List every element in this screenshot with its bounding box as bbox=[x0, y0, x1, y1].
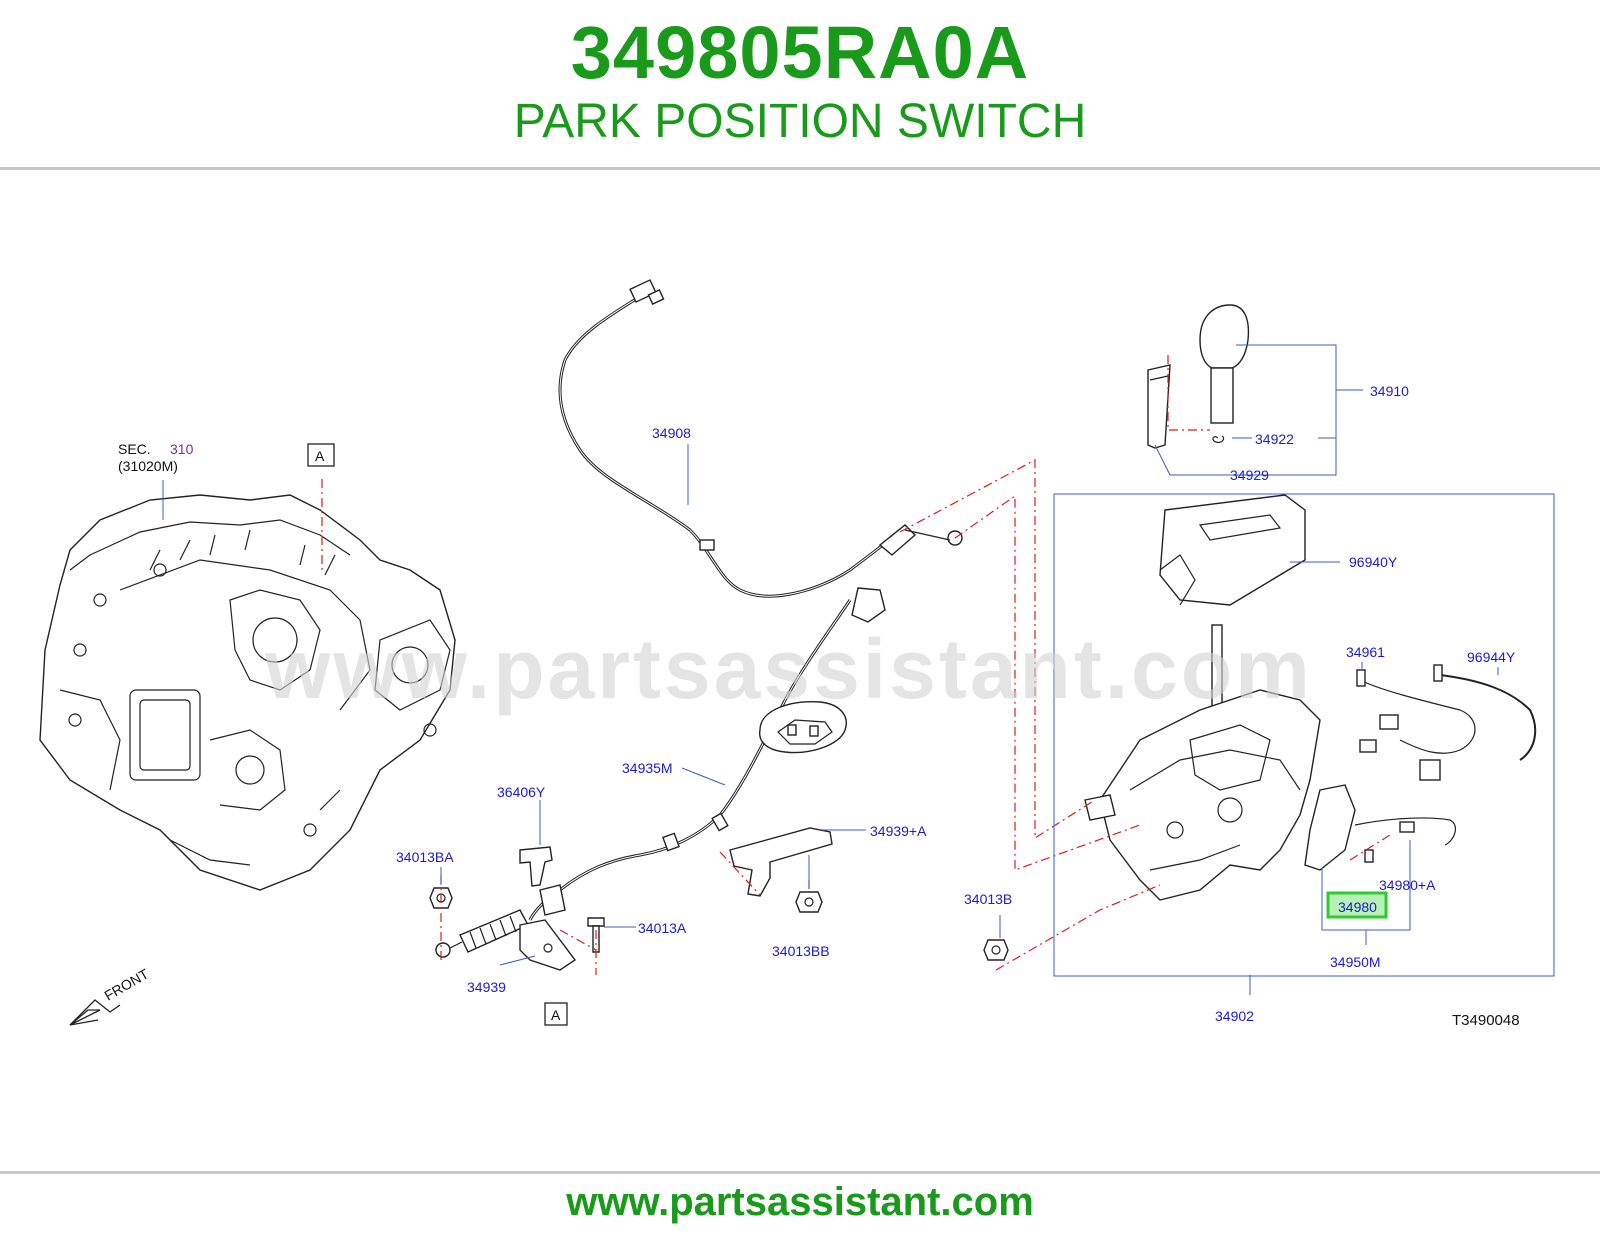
callout-34910: 34910 bbox=[1370, 383, 1409, 399]
footer-url[interactable]: www.partsassistant.com bbox=[566, 1180, 1034, 1224]
callout-34013A: 34013A bbox=[638, 920, 687, 936]
callout-36406Y: 36406Y bbox=[497, 784, 546, 800]
callout-34013BB: 34013BB bbox=[772, 943, 830, 959]
callout-34902: 34902 bbox=[1215, 1008, 1254, 1024]
header-divider bbox=[0, 167, 1600, 170]
control-cable-illustration bbox=[429, 587, 1009, 971]
parts-diagram: www.partsassistant.com SEC. 310 (31020M)… bbox=[39, 279, 1555, 1029]
ref-marker-upper: A bbox=[315, 448, 325, 464]
callout-34961: 34961 bbox=[1346, 644, 1385, 660]
callout-34908: 34908 bbox=[652, 425, 691, 441]
front-label: FRONT bbox=[102, 965, 152, 1003]
ref-marker-lower: A bbox=[551, 1007, 561, 1023]
watermark: www.partsassistant.com bbox=[264, 622, 1313, 716]
callout-96944Y: 96944Y bbox=[1467, 649, 1516, 665]
callout-34950M: 34950M bbox=[1330, 954, 1381, 970]
reference-lines bbox=[321, 355, 1391, 975]
callout-34939-plus-a: 34939+A bbox=[870, 823, 927, 839]
callout-34980-plus-a: 34980+A bbox=[1379, 877, 1436, 893]
shift-cable-illustration bbox=[558, 279, 963, 598]
callout-34929: 34929 bbox=[1230, 467, 1269, 483]
callout-34980-highlighted: 34980 bbox=[1338, 899, 1377, 915]
callout-96940Y: 96940Y bbox=[1349, 554, 1398, 570]
callout-34939: 34939 bbox=[467, 979, 506, 995]
ref-box-upper bbox=[307, 443, 335, 467]
shifter-assembly-illustration bbox=[1084, 494, 1537, 901]
ref-box-lower bbox=[544, 1002, 568, 1026]
part-name-subtitle: PARK POSITION SWITCH bbox=[513, 95, 1087, 148]
callout-34013BA: 34013BA bbox=[396, 849, 454, 865]
highlight-box bbox=[1326, 891, 1388, 919]
sec-label: SEC. bbox=[118, 441, 151, 457]
sec-number: 310 bbox=[170, 441, 194, 457]
sec-ref: (31020M) bbox=[118, 458, 178, 474]
transmission-illustration bbox=[39, 494, 456, 891]
footer-divider bbox=[0, 1171, 1600, 1174]
part-number-title: 349805RA0A bbox=[570, 11, 1030, 94]
callout-34935M: 34935M bbox=[622, 760, 673, 776]
leader-lines bbox=[69, 344, 1555, 1026]
shift-knob-illustration bbox=[1147, 304, 1250, 449]
figure-code: T3490048 bbox=[1452, 1012, 1520, 1029]
callout-34922: 34922 bbox=[1255, 431, 1294, 447]
callout-34013B: 34013B bbox=[964, 891, 1012, 907]
